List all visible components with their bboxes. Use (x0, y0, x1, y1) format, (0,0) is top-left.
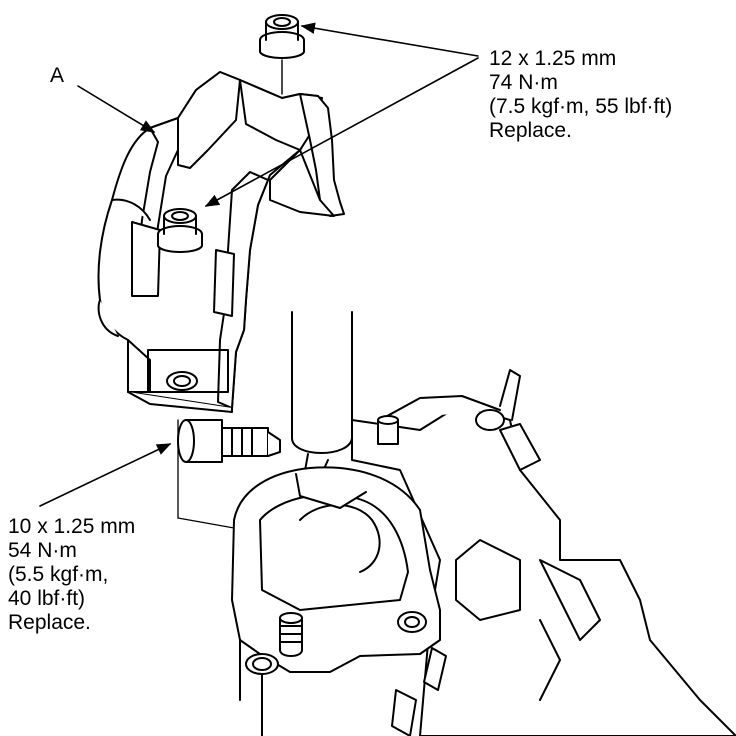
upper-bolt-size: 12 x 1.25 mm (489, 47, 617, 70)
part-label-a: A (50, 64, 65, 87)
lower-bolt-torque: 54 N·m (8, 539, 77, 562)
upper-bolt-torque-callout: 12 x 1.25 mm 74 N·m (7.5 kgf·m, 55 lbf·f… (489, 47, 672, 143)
upper-bolt-side (157, 208, 203, 253)
mount-stud (279, 612, 303, 657)
upper-bolt-note: Replace. (489, 119, 572, 142)
lower-bolt-torque-callout: 10 x 1.25 mm 54 N·m (5.5 kgf·m, 40 lbf·f… (8, 515, 135, 635)
upper-bolt-torque: 74 N·m (489, 71, 558, 94)
callout-leaders (39, 22, 479, 507)
lower-bolt-note: Replace. (8, 611, 91, 634)
mount-bracket (97, 71, 345, 413)
upright-tube (291, 311, 353, 483)
upper-bolt-top (259, 14, 305, 95)
transmission-housing (351, 369, 736, 736)
upper-bolt-torque-alt: (7.5 kgf·m, 55 lbf·ft) (489, 95, 673, 118)
lower-bolt-torque-alt-1: (5.5 kgf·m, (8, 563, 109, 586)
lower-mount-base (231, 466, 447, 736)
lower-through-bolt (177, 419, 281, 463)
lower-bolt-size: 10 x 1.25 mm (8, 515, 136, 538)
lower-bolt-torque-alt-2: 40 lbf·ft) (8, 587, 86, 610)
